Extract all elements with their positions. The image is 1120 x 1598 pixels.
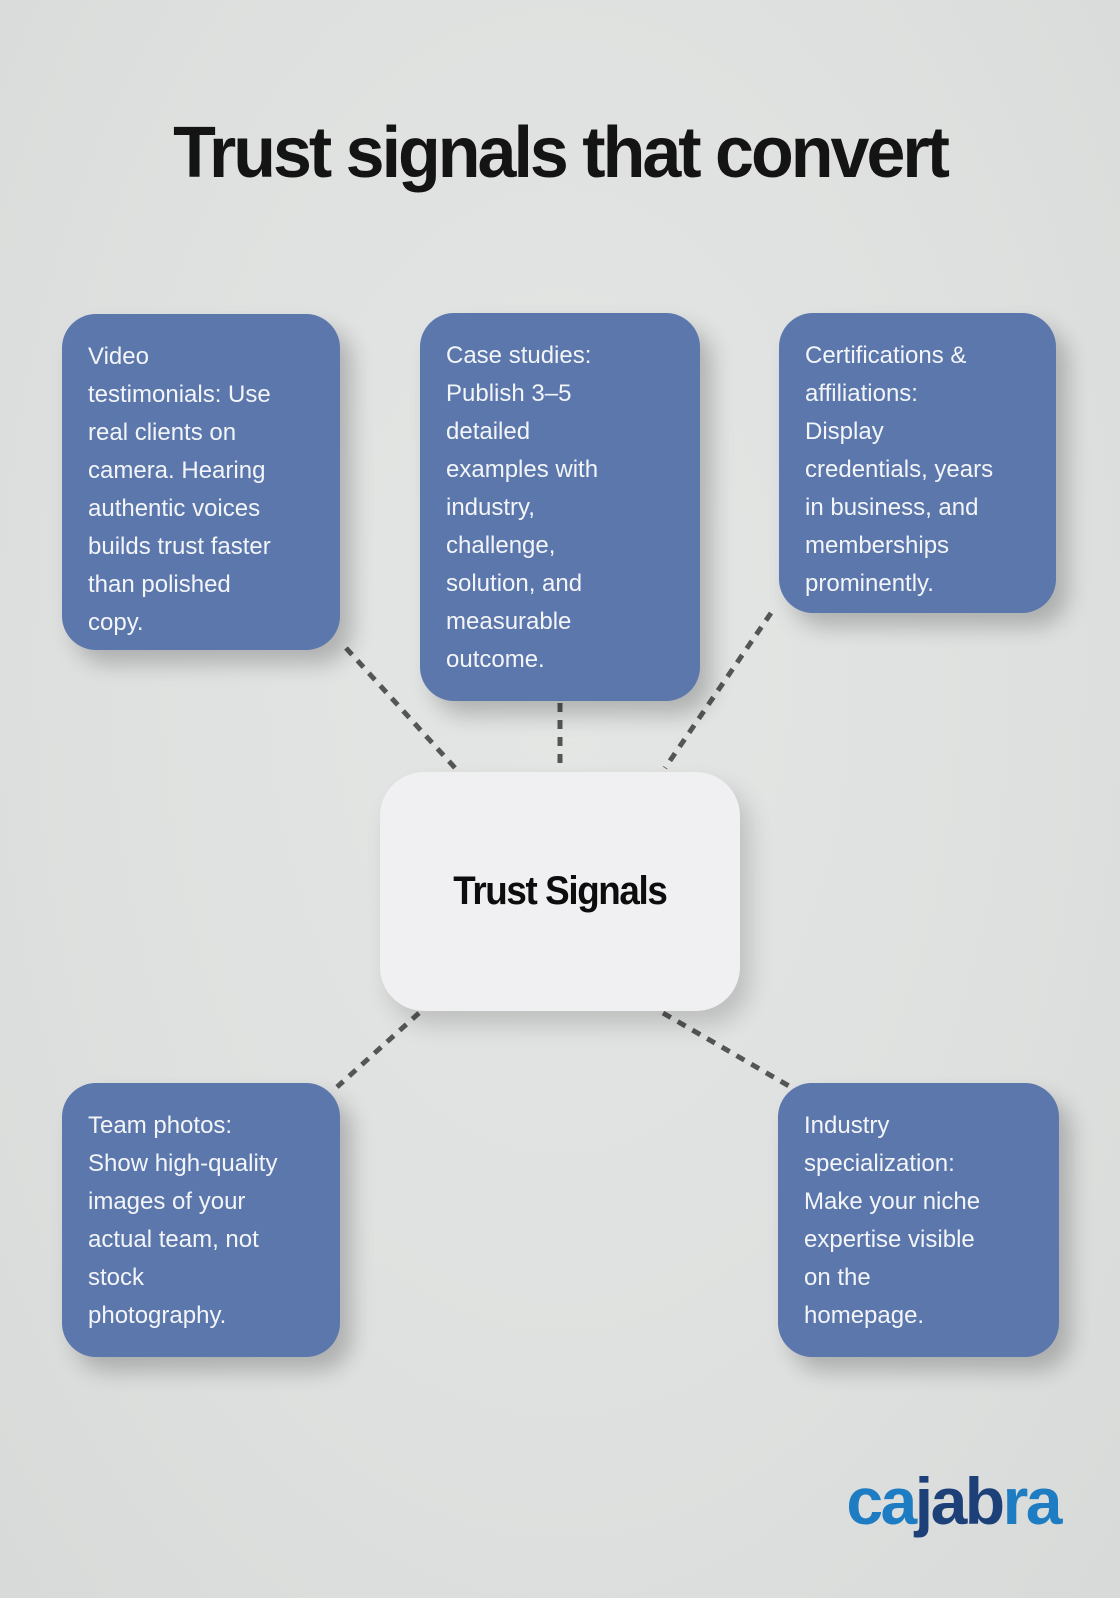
- node-team-photos: Team photos: Show high-quality images of…: [62, 1083, 340, 1357]
- logo-segment-ca: ca: [846, 1464, 917, 1538]
- node-case-studies: Case studies: Publish 3–5 detailed examp…: [420, 313, 700, 701]
- node-industry-specialization-text: Industry specialization: Make your niche…: [804, 1112, 981, 1329]
- center-node-label: Trust Signals: [453, 869, 668, 913]
- logo-segment-jab: jab: [914, 1464, 1005, 1538]
- node-certifications-affiliations-text: Certifications & affiliations: Display c…: [805, 342, 994, 597]
- connector-team-photos: [335, 1011, 421, 1089]
- connector-industry-specialization: [661, 1010, 791, 1089]
- connector-video-testimonials: [344, 646, 458, 771]
- logo-segment-ra: ra: [1002, 1464, 1063, 1538]
- page-title: Trust signals that convert: [173, 111, 950, 193]
- node-team-photos-text: Team photos: Show high-quality images of…: [88, 1112, 278, 1329]
- node-case-studies-text: Case studies: Publish 3–5 detailed examp…: [446, 342, 599, 673]
- node-certifications-affiliations: Certifications & affiliations: Display c…: [779, 313, 1056, 613]
- center-node: Trust Signals: [380, 772, 740, 1011]
- node-industry-specialization: Industry specialization: Make your niche…: [778, 1083, 1059, 1357]
- node-video-testimonials-text: Video testimonials: Use real clients on …: [88, 343, 271, 636]
- cajabra-logo: cajabra: [846, 1468, 1062, 1534]
- connector-certifications: [662, 611, 774, 770]
- node-video-testimonials: Video testimonials: Use real clients on …: [62, 314, 340, 650]
